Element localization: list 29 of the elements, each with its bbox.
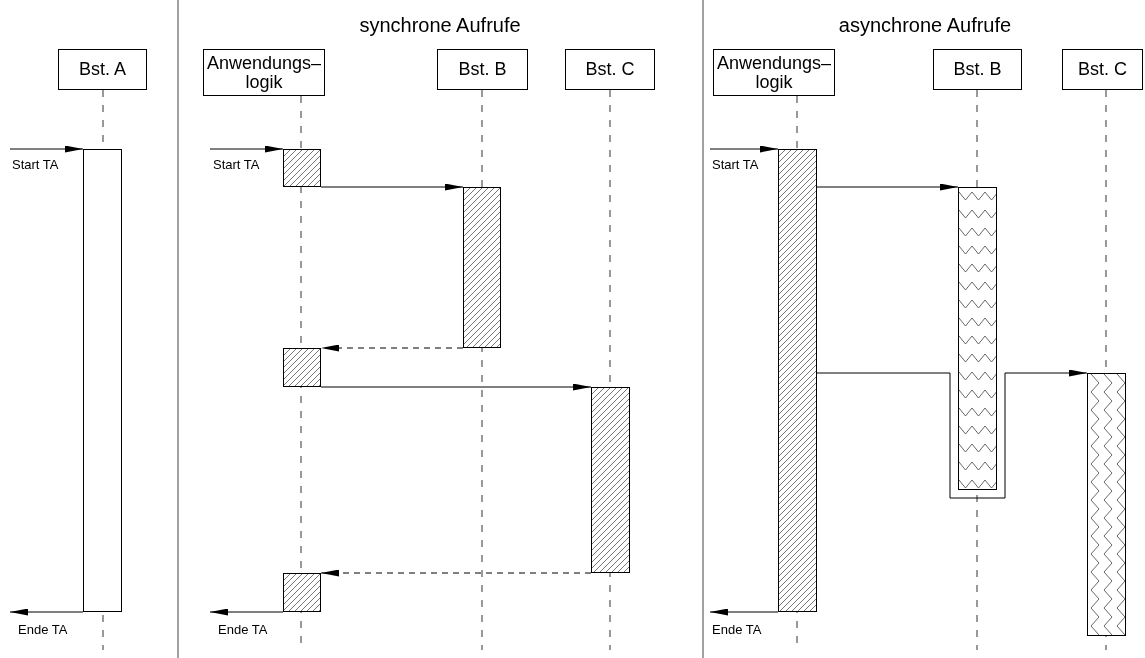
call-arrow: [320, 183, 464, 191]
return-arrow: [320, 569, 592, 577]
call-arrow: [209, 145, 284, 153]
call-arrow: [709, 145, 779, 153]
section-title: asynchrone Aufrufe: [838, 13, 1012, 38]
activation-bar: [83, 149, 122, 612]
activation-bar: [283, 573, 321, 612]
call-arrow: [816, 183, 959, 191]
activation-bar: [1087, 373, 1126, 636]
participant-box: Anwendungs– logik: [203, 49, 325, 96]
participant-box: Bst. C: [565, 49, 655, 90]
participant-box: Bst. C: [1062, 49, 1143, 90]
activation-bar: [958, 187, 997, 490]
participant-box: Anwendungs– logik: [713, 49, 835, 96]
activation-bar: [283, 149, 321, 187]
activation-bar: [778, 149, 817, 612]
participant-box: Bst. B: [437, 49, 528, 90]
activation-bar: [283, 348, 321, 387]
call-arrow: [816, 369, 1088, 499]
call-arrow: [320, 383, 592, 391]
call-arrow: [9, 608, 84, 616]
activation-bar: [591, 387, 630, 573]
section-title: synchrone Aufrufe: [359, 13, 521, 38]
call-arrow: [209, 608, 284, 616]
participant-box: Bst. A: [58, 49, 147, 90]
call-arrow: [9, 145, 84, 153]
participant-box: Bst. B: [933, 49, 1022, 90]
call-arrow: [709, 608, 779, 616]
activation-bar: [463, 187, 501, 348]
